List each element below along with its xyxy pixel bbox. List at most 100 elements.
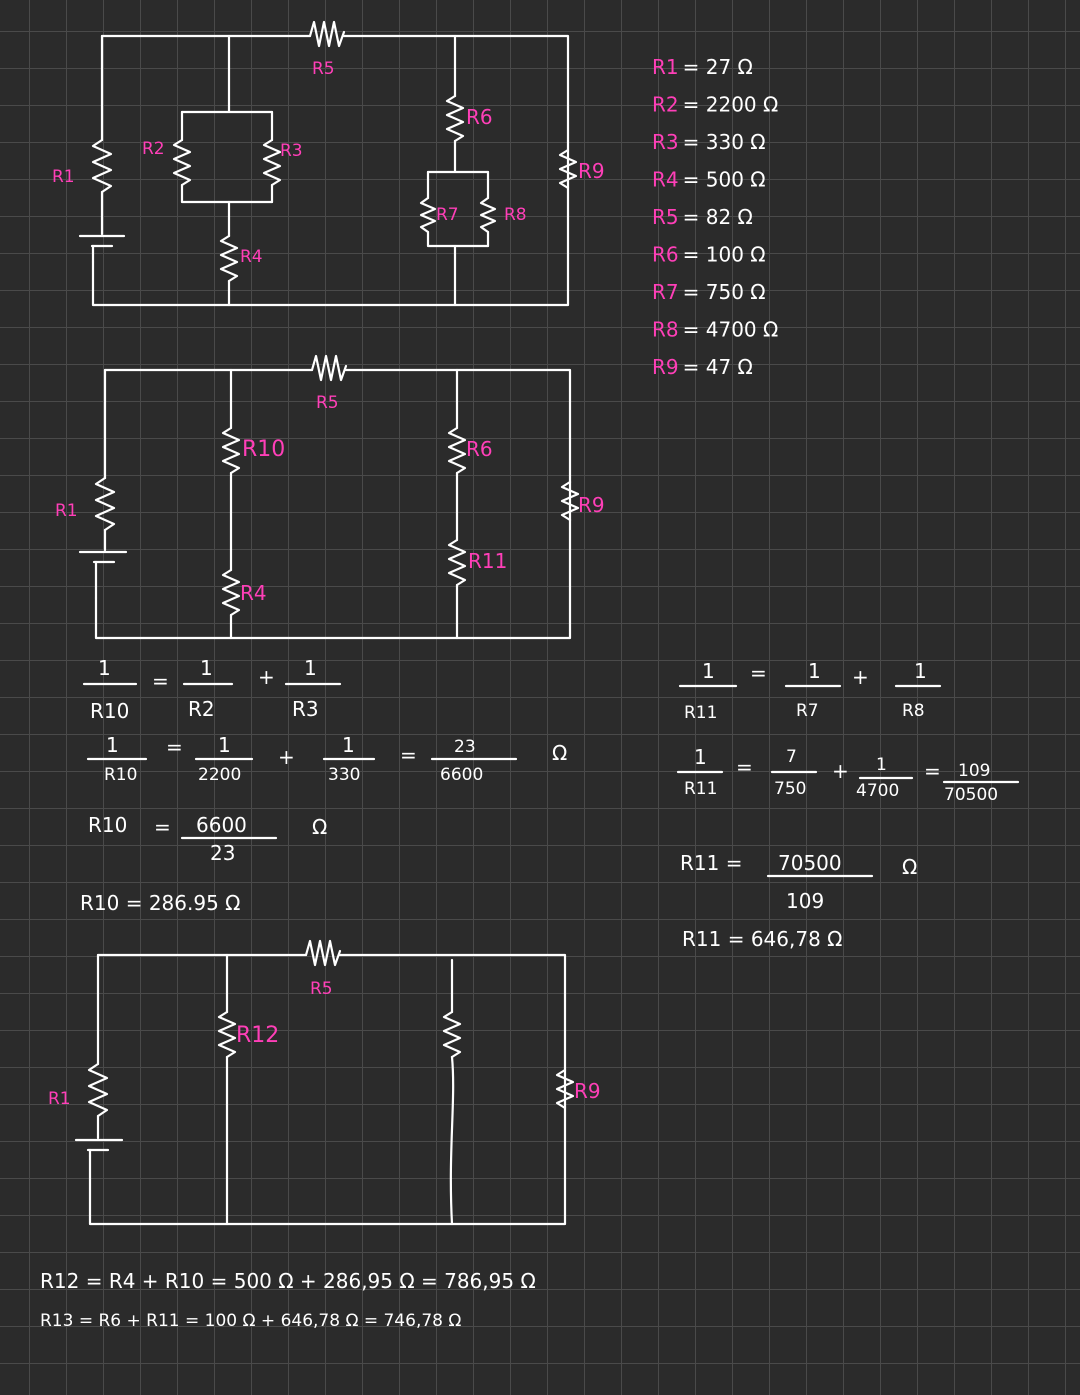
plus: + — [832, 759, 849, 783]
resistor-r10 — [221, 426, 241, 475]
numerator: 109 — [958, 761, 990, 781]
value-label: R2 — [652, 93, 679, 117]
label-r6: R6 — [466, 105, 493, 129]
label-r9: R9 — [578, 493, 605, 517]
battery-icon — [78, 234, 126, 248]
equals: = — [750, 661, 767, 685]
denominator: 109 — [786, 889, 824, 913]
denominator: R3 — [292, 697, 319, 721]
numerator: 1 — [702, 659, 715, 683]
denominator: R11 — [684, 703, 717, 723]
label-r10: R10 — [242, 437, 285, 462]
r13-equation: R13 = R6 + R11 = 100 Ω + 646,78 Ω = 746,… — [40, 1311, 461, 1331]
label-r2: R2 — [142, 139, 165, 159]
numerator: 1 — [200, 656, 213, 680]
denominator: R2 — [188, 697, 215, 721]
numerator: 1 — [98, 656, 111, 680]
resistor-r11 — [447, 538, 467, 587]
label-r6: R6 — [466, 437, 493, 461]
circuit-1: R5 R1 R2 R3 R4 R6 R7 R8 R9 — [52, 20, 605, 307]
value-row: R7= 750 Ω — [652, 280, 766, 304]
numerator: 1 — [218, 733, 231, 757]
label-r12: R12 — [236, 1023, 279, 1048]
calc-r10: 1 R10 = 1 R2 + 1 R3 1 R10 = 1 2200 + 1 3… — [80, 656, 567, 915]
equals: = — [400, 743, 417, 767]
numerator: 1 — [304, 656, 317, 680]
resistor-r4 — [221, 568, 241, 617]
calc-r11: 1 R11 = 1 R7 + 1 R8 1 R11 = 7 750 + 1 47… — [676, 659, 1020, 951]
equals: = — [154, 815, 171, 839]
denominator: 750 — [774, 779, 806, 799]
circuit-3: R5 R1 R12 R9 — [48, 939, 601, 1226]
denominator: 4700 — [856, 781, 899, 801]
label-r4: R4 — [240, 581, 267, 605]
resistor-r6 — [447, 426, 467, 475]
numerator: 23 — [454, 737, 476, 757]
lhs: R10 — [88, 813, 127, 837]
label-r5: R5 — [312, 59, 335, 79]
resistor-r9 — [558, 148, 578, 190]
label-r5: R5 — [316, 393, 339, 413]
label-r1: R1 — [48, 1089, 71, 1109]
battery-icon — [78, 550, 128, 564]
label-r11: R11 — [468, 549, 507, 573]
value-row: R6= 100 Ω — [652, 243, 766, 267]
r11-result: R11 = 646,78 Ω — [682, 927, 842, 951]
label-r8: R8 — [504, 205, 527, 225]
r12-equation: R12 = R4 + R10 = 500 Ω + 286,95 Ω = 786,… — [40, 1269, 536, 1293]
value-label: R5 — [652, 205, 679, 229]
resistor-r6 — [445, 94, 465, 143]
resistor-r9 — [560, 480, 580, 522]
resistor-r1 — [87, 1062, 109, 1118]
numerator: 1 — [914, 659, 927, 683]
label-r1: R1 — [55, 501, 78, 521]
denominator: R10 — [90, 699, 129, 723]
numerator: 7 — [786, 747, 797, 767]
denominator: 330 — [328, 765, 360, 785]
resistor-r5 — [310, 354, 348, 382]
resistor-r1 — [94, 476, 116, 532]
label-r9: R9 — [574, 1079, 601, 1103]
value-row: R1= 27 Ω — [652, 55, 753, 79]
value-text: = 330 Ω — [683, 130, 766, 154]
value-label: R3 — [652, 130, 679, 154]
lhs: R11 = — [680, 851, 742, 875]
resistor-r9 — [555, 1068, 575, 1110]
numerator: 1 — [694, 745, 707, 769]
equals: = — [924, 759, 941, 783]
denominator: 2200 — [198, 765, 241, 785]
value-row: R8= 4700 Ω — [652, 318, 778, 342]
value-text: = 4700 Ω — [683, 318, 779, 342]
denominator: R7 — [796, 701, 819, 721]
equals: = — [166, 735, 183, 759]
value-text: = 750 Ω — [683, 280, 766, 304]
label-r1: R1 — [52, 167, 75, 187]
resistor-r5 — [304, 939, 342, 967]
resistor-r8 — [479, 196, 497, 234]
denominator: 6600 — [440, 765, 483, 785]
r10-result: R10 = 286.95 Ω — [80, 891, 240, 915]
resistor-r13 — [442, 1010, 462, 1059]
numerator: 1 — [808, 659, 821, 683]
resistor-r12 — [217, 1010, 237, 1059]
value-row: R3= 330 Ω — [652, 130, 766, 154]
numerator: 6600 — [196, 813, 247, 837]
numerator: 1 — [876, 755, 887, 775]
value-text: = 47 Ω — [683, 355, 753, 379]
value-row: R4= 500 Ω — [652, 168, 766, 192]
unit: Ω — [552, 741, 567, 765]
numerator: 1 — [342, 733, 355, 757]
numerator: 1 — [106, 733, 119, 757]
value-text: = 500 Ω — [683, 168, 766, 192]
component-values: R1= 27 ΩR2= 2200 ΩR3= 330 ΩR4= 500 ΩR5= … — [652, 55, 778, 379]
plus: + — [258, 665, 275, 689]
resistor-r1 — [91, 138, 113, 194]
circuit-2: R5 R1 R10 R4 R6 R11 R9 — [55, 354, 605, 640]
denominator: R8 — [902, 701, 925, 721]
label-r5: R5 — [310, 979, 333, 999]
denominator: 70500 — [944, 785, 998, 805]
unit: Ω — [312, 815, 327, 839]
label-r9: R9 — [578, 159, 605, 183]
denominator: R11 — [684, 779, 717, 799]
